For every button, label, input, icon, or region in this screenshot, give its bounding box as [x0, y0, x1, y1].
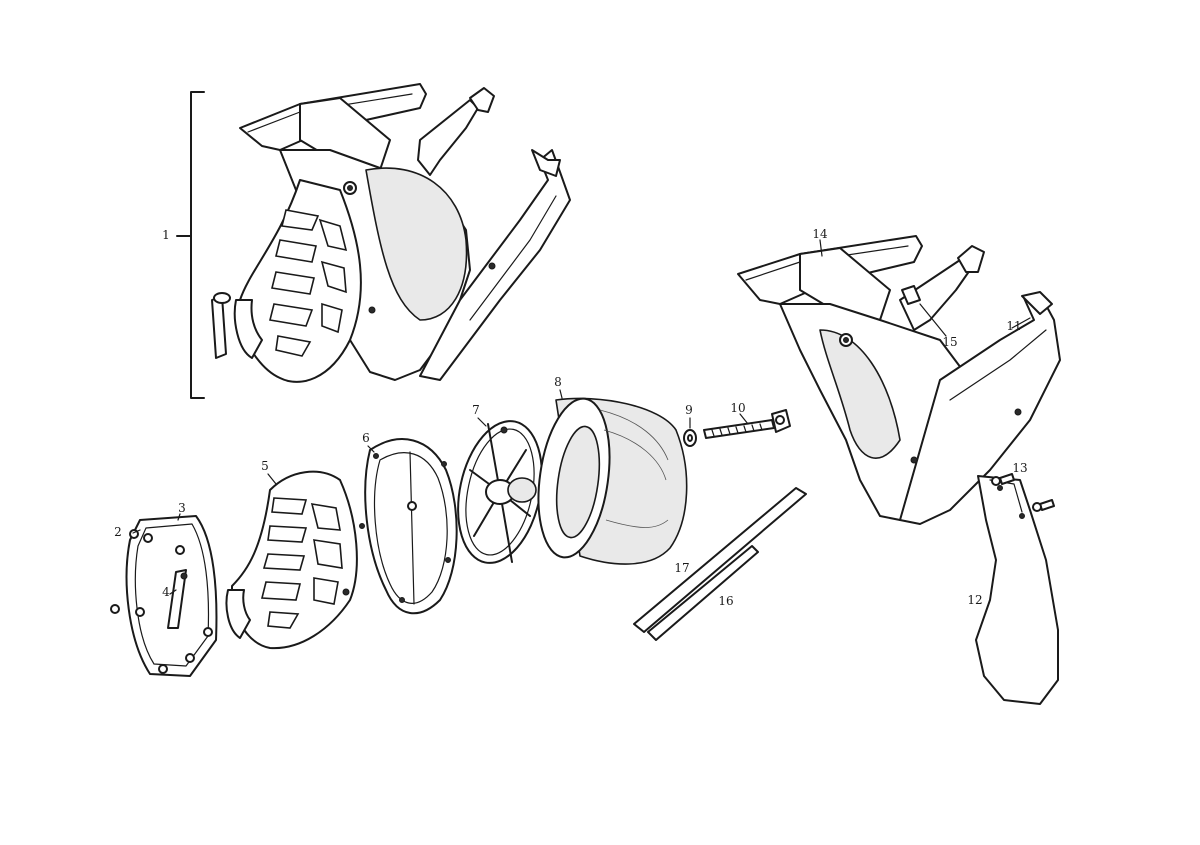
housing-ribs: [260, 497, 343, 629]
leader-lines: [132, 239, 1031, 595]
callout-16: 16: [718, 594, 733, 608]
washer-part-9: [683, 429, 697, 447]
callout-12: 12: [967, 593, 982, 607]
callout-14: 14: [812, 227, 828, 241]
complete-airbox-assembly: [211, 83, 571, 383]
housing-shell: [737, 235, 1061, 525]
callout-6: 6: [362, 431, 370, 445]
callout-8: 8: [554, 375, 562, 389]
intake-elbow-housing: [225, 470, 358, 650]
backing-plate: [359, 438, 458, 615]
nut-part-2: [110, 529, 168, 674]
screws-part-13: [991, 473, 1055, 512]
callout-7: 7: [472, 403, 480, 417]
callout-1: 1: [162, 228, 170, 242]
callout-2: 2: [114, 525, 122, 539]
callout-11: 11: [1006, 319, 1021, 333]
deflector-plate-part-12: [975, 475, 1059, 705]
callout-10: 10: [730, 401, 745, 415]
callout-3: 3: [178, 501, 186, 515]
callout-17: 17: [674, 561, 689, 575]
elbow-ribs: [269, 209, 348, 357]
callout-13: 13: [1012, 461, 1027, 475]
cover-plate: [125, 515, 218, 677]
clip-part-15: [901, 285, 921, 305]
callout-9: 9: [685, 403, 693, 417]
callout-15: 15: [942, 335, 957, 349]
callout-4: 4: [162, 585, 170, 599]
callouts: 1 2 3 4 5 6 7 8 9 10 11 12 13 14 15 16 1…: [114, 227, 1027, 608]
filter-element: [537, 397, 688, 565]
callout-5: 5: [261, 459, 269, 473]
threaded-rod-part-10: [703, 409, 791, 439]
retaining-strip: [167, 569, 188, 629]
assembly-bracket: [176, 91, 205, 399]
filter-cage: [457, 420, 543, 564]
seal-strip-part-17: [633, 487, 807, 633]
seal-strip-part-16: [647, 545, 759, 641]
